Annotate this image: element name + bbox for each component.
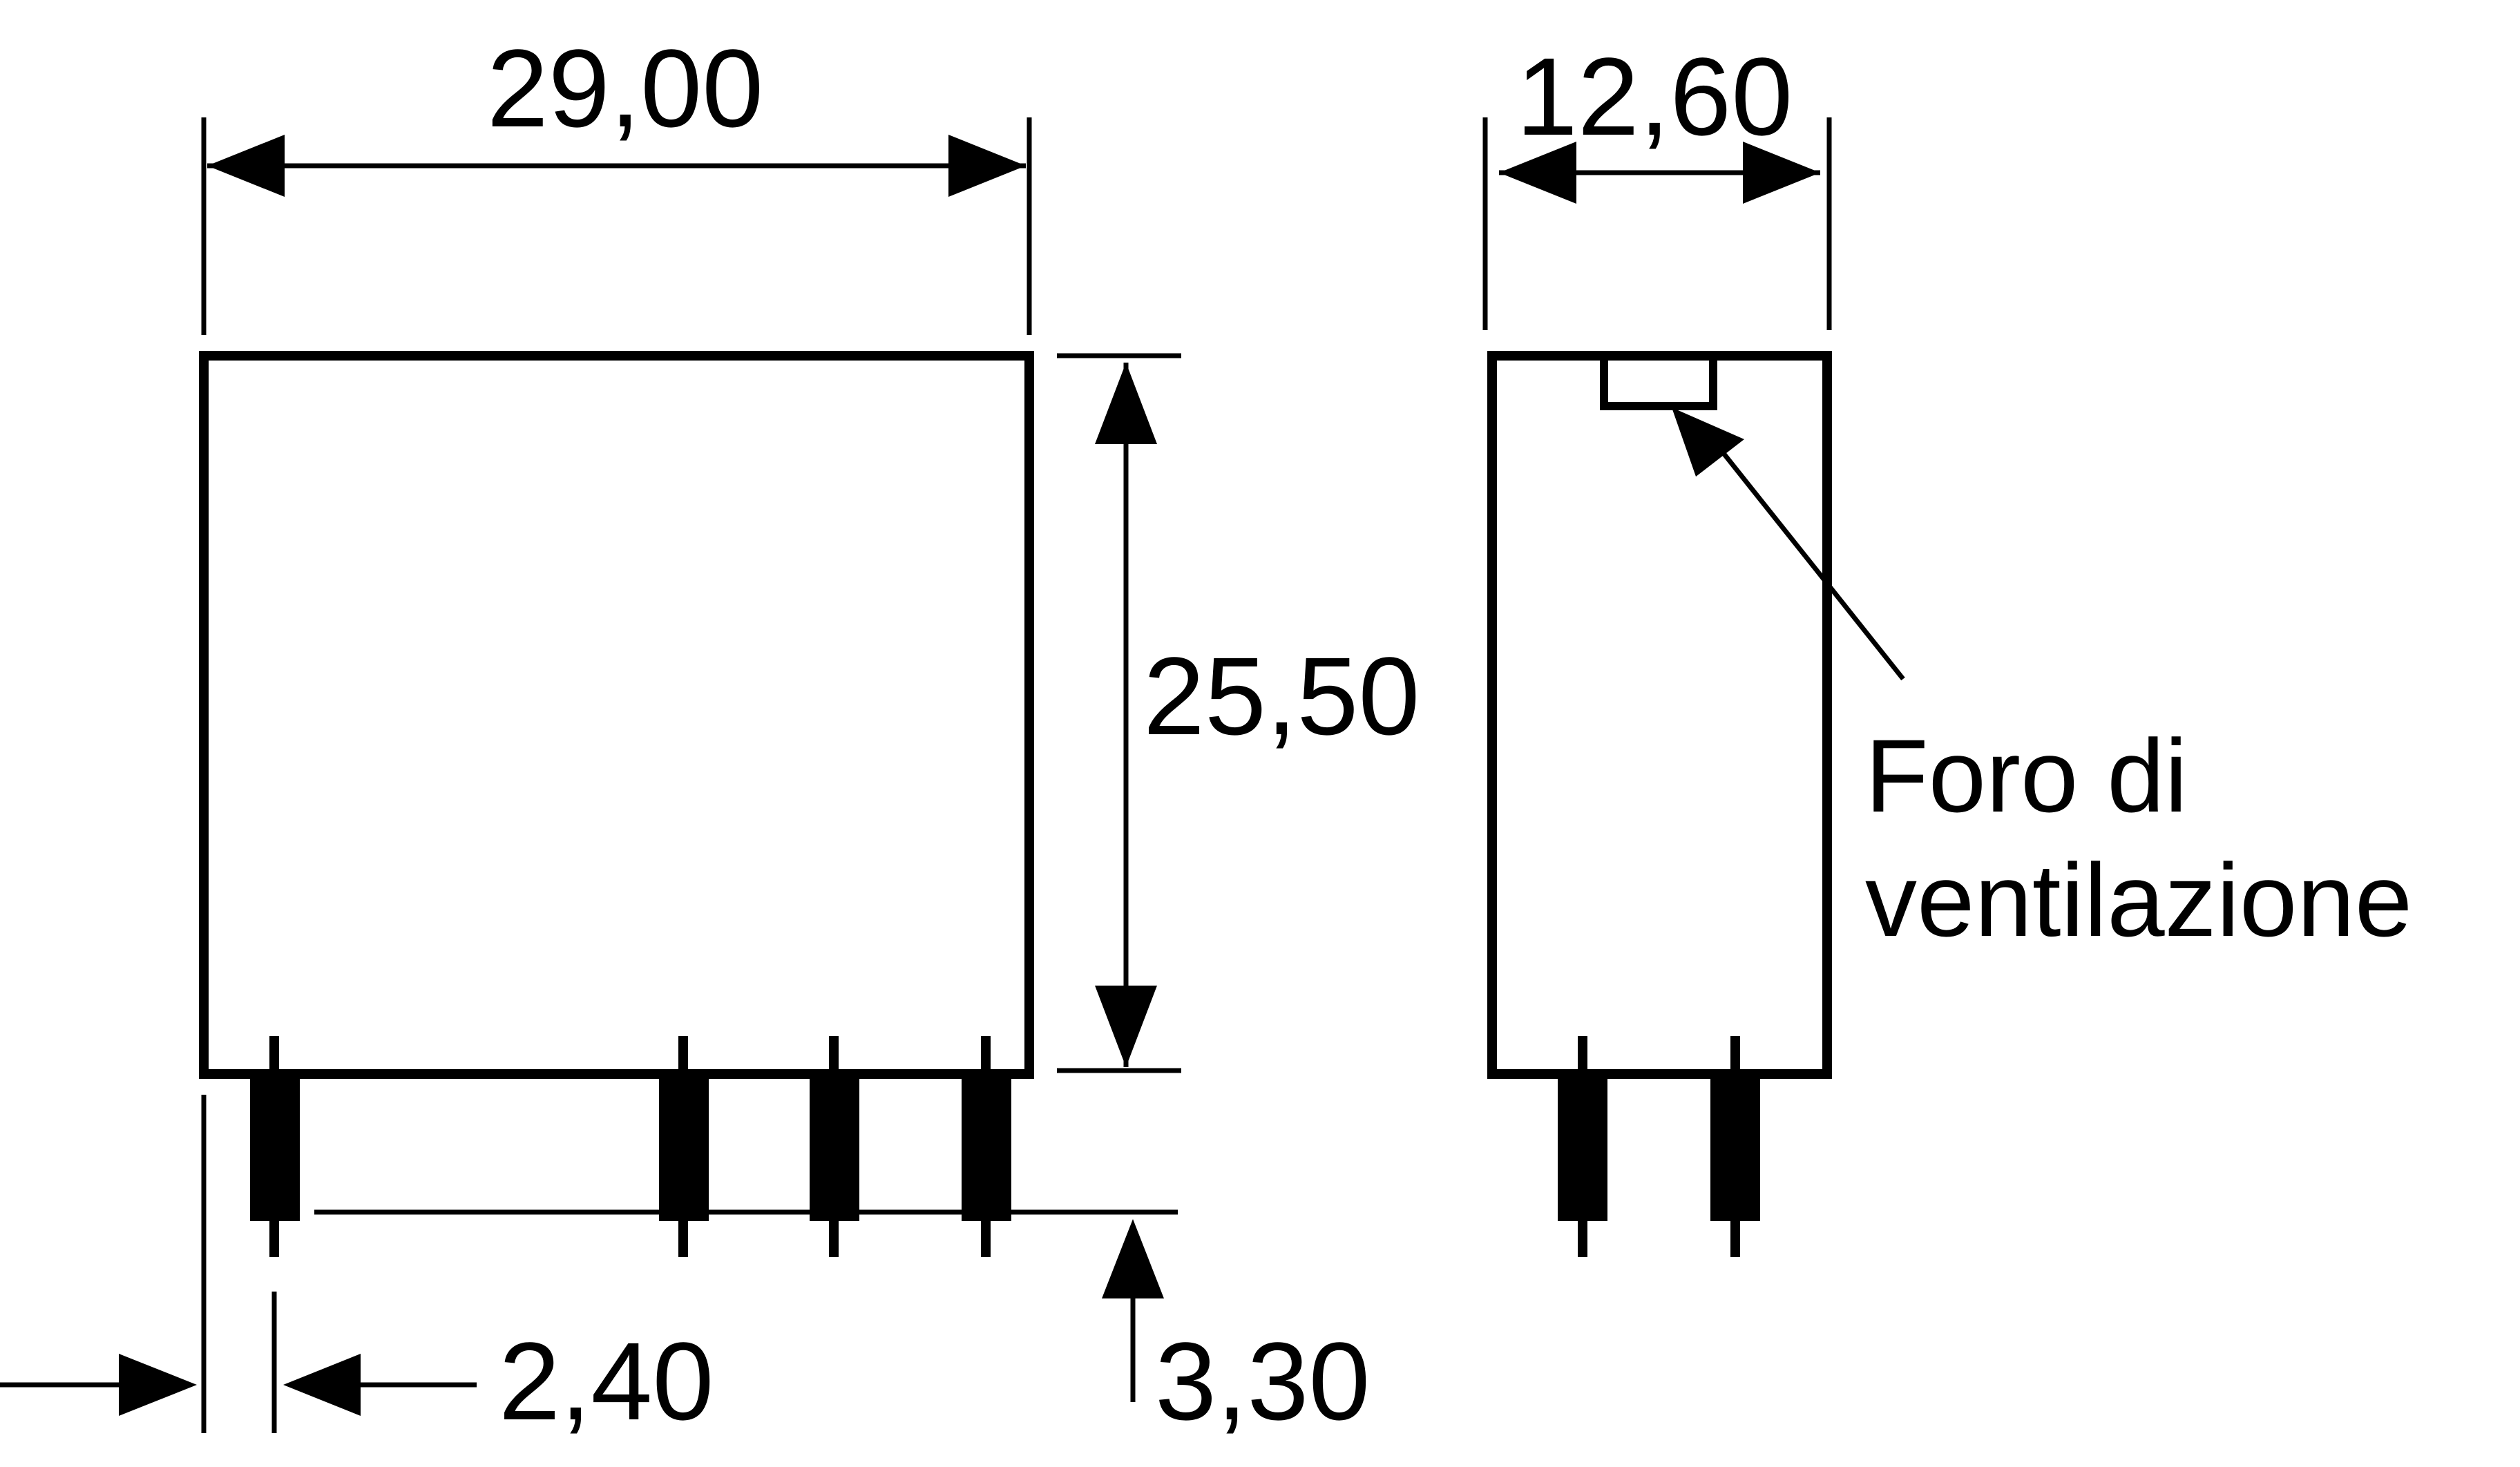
arrow-up-icon <box>1102 1219 1164 1298</box>
pin-4-lead <box>981 1036 991 1257</box>
front-view: 29,00 25,50 3,30 2,40 <box>0 26 1420 1443</box>
pin-2-lead <box>678 1036 688 1257</box>
pin-length-label: 3,30 <box>1155 1319 1370 1443</box>
dimension-depth <box>1482 117 1832 330</box>
side-pin-1-lead <box>1578 1036 1587 1257</box>
side-view: 12,60 Foro di ventilazione <box>1482 35 2412 1257</box>
ventilation-label-line2: ventilazione <box>1865 842 2412 958</box>
front-view-pins <box>250 1036 1011 1257</box>
dimension-width <box>201 117 1032 335</box>
width-label: 29,00 <box>487 26 763 150</box>
arrow-right-icon <box>1743 142 1820 204</box>
arrow-left-icon <box>1499 142 1576 204</box>
ventilation-leader <box>1672 408 1905 681</box>
arrow-right-icon <box>119 1354 197 1416</box>
ventilation-label-line1: Foro di <box>1865 718 2188 834</box>
dimension-pin-offset <box>0 1095 477 1433</box>
pin-offset-label: 2,40 <box>499 1319 714 1443</box>
ventilation-hole <box>1600 359 1717 410</box>
height-label: 25,50 <box>1143 634 1420 758</box>
arrow-up-icon <box>1095 363 1157 444</box>
arrow-right-icon <box>948 135 1026 197</box>
depth-label: 12,60 <box>1516 35 1793 158</box>
arrow-down-icon <box>1095 986 1157 1067</box>
pin-1-lead <box>269 1036 279 1257</box>
dimension-height <box>1057 353 1181 1073</box>
pin-3-lead <box>829 1036 839 1257</box>
dimension-pin-length <box>314 1209 1178 1402</box>
side-view-body <box>1487 351 1832 1079</box>
front-view-body <box>199 351 1034 1079</box>
arrow-left-icon <box>283 1354 361 1416</box>
leader-arrow-icon <box>1672 408 1744 477</box>
arrow-left-icon <box>207 135 285 197</box>
side-pin-2-lead <box>1730 1036 1740 1257</box>
